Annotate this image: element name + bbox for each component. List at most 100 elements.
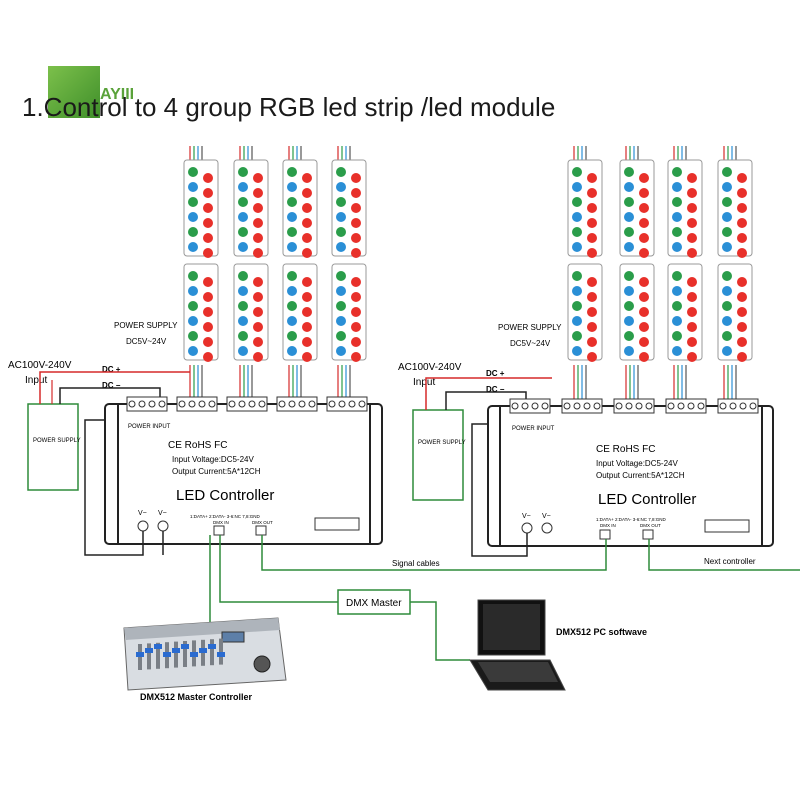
led-dot [587, 352, 597, 362]
led-dot [572, 212, 582, 222]
led-dot [722, 301, 732, 311]
led-dot [287, 316, 297, 326]
led-dot [351, 203, 361, 213]
right-power-input: POWER INPUT [512, 426, 555, 432]
right-vplus: V− [542, 513, 551, 520]
led-dot [639, 218, 649, 228]
led-dot [203, 292, 213, 302]
left-dc-plus: DC + [102, 365, 121, 374]
led-dot [672, 346, 682, 356]
led-dot [572, 301, 582, 311]
led-dot [188, 346, 198, 356]
led-dot [672, 242, 682, 252]
led-dot [287, 212, 297, 222]
led-dot [687, 277, 697, 287]
right-rohs: CE RoHS FC [596, 444, 655, 455]
terminal-screw [148, 400, 156, 408]
left-terminals [126, 396, 368, 412]
left-rohs: CE RoHS FC [168, 440, 227, 451]
terminal-block [561, 398, 603, 414]
terminal-screw [635, 402, 643, 410]
led-dot [572, 331, 582, 341]
led-dot [572, 346, 582, 356]
terminal-screw [541, 402, 549, 410]
terminal-screw [625, 402, 633, 410]
led-dot [238, 316, 248, 326]
terminal-block [613, 398, 655, 414]
led-dot [587, 233, 597, 243]
terminal-screw [521, 402, 529, 410]
led-dot [687, 248, 697, 258]
left-dmx-in: DMX IN [213, 520, 229, 525]
terminal-screw [228, 400, 236, 408]
console-fader-knob [145, 648, 153, 653]
right-ac-label: AC100V-240V [398, 362, 462, 373]
led-dot [351, 188, 361, 198]
led-dot [672, 301, 682, 311]
led-dot [624, 167, 634, 177]
led-dot [639, 322, 649, 332]
led-dot [203, 307, 213, 317]
terminal-screw [511, 402, 519, 410]
terminal-screw [593, 402, 601, 410]
led-dot [336, 242, 346, 252]
led-dot [351, 337, 361, 347]
console-fader-knob [217, 652, 225, 657]
terminal-screw [687, 402, 695, 410]
signal-cables-label: Signal cables [392, 559, 440, 568]
terminal-screw [328, 400, 336, 408]
led-strips-left [183, 146, 367, 398]
brand-logo-text: AYIII [100, 86, 135, 103]
led-dot [238, 242, 248, 252]
led-dot [302, 277, 312, 287]
led-dot [624, 331, 634, 341]
console-fader [174, 641, 178, 668]
led-dot [587, 173, 597, 183]
led-dot [687, 307, 697, 317]
led-dot [572, 227, 582, 237]
right-psu-voltage: DC5V~24V [510, 339, 551, 348]
led-dot [287, 242, 297, 252]
led-dot [302, 218, 312, 228]
led-dot [188, 271, 198, 281]
led-dot [737, 307, 747, 317]
console-fader-knob [199, 648, 207, 653]
terminal-screw [248, 400, 256, 408]
led-dot [302, 292, 312, 302]
left-input-label: Input [25, 375, 47, 386]
terminal-screw [238, 400, 246, 408]
console-fader [210, 639, 214, 666]
led-dot [253, 277, 263, 287]
right-dc-plus-wire [425, 377, 552, 410]
led-dot [687, 337, 697, 347]
led-dot [672, 167, 682, 177]
led-dot [302, 307, 312, 317]
led-dot [302, 188, 312, 198]
console-fader-knob [136, 652, 144, 657]
led-dot [587, 322, 597, 332]
led-dot [302, 322, 312, 332]
dmx-console-icon [123, 617, 287, 691]
led-dot [203, 248, 213, 258]
led-dot [722, 182, 732, 192]
left-dc-minus-wire [59, 387, 161, 404]
right-psu-box-label: POWER SUPPLY [418, 440, 466, 446]
right-system: POWER SUPPLY DC5V~24V AC100V-240V Input … [398, 323, 774, 557]
terminal-block [509, 398, 551, 414]
led-dot [722, 346, 732, 356]
left-psu-box [27, 403, 79, 491]
dmx-console-label: DMX512 Master Controller [140, 692, 253, 702]
led-dot [238, 271, 248, 281]
led-dot [253, 337, 263, 347]
console-fader-knob [190, 652, 198, 657]
terminal-screw [358, 400, 366, 408]
led-dot [687, 322, 697, 332]
terminal-screw [158, 400, 166, 408]
led-dot [302, 352, 312, 362]
led-dot [624, 316, 634, 326]
led-dot [188, 227, 198, 237]
console-fader [156, 642, 160, 669]
led-dot [351, 352, 361, 362]
led-dot [336, 182, 346, 192]
